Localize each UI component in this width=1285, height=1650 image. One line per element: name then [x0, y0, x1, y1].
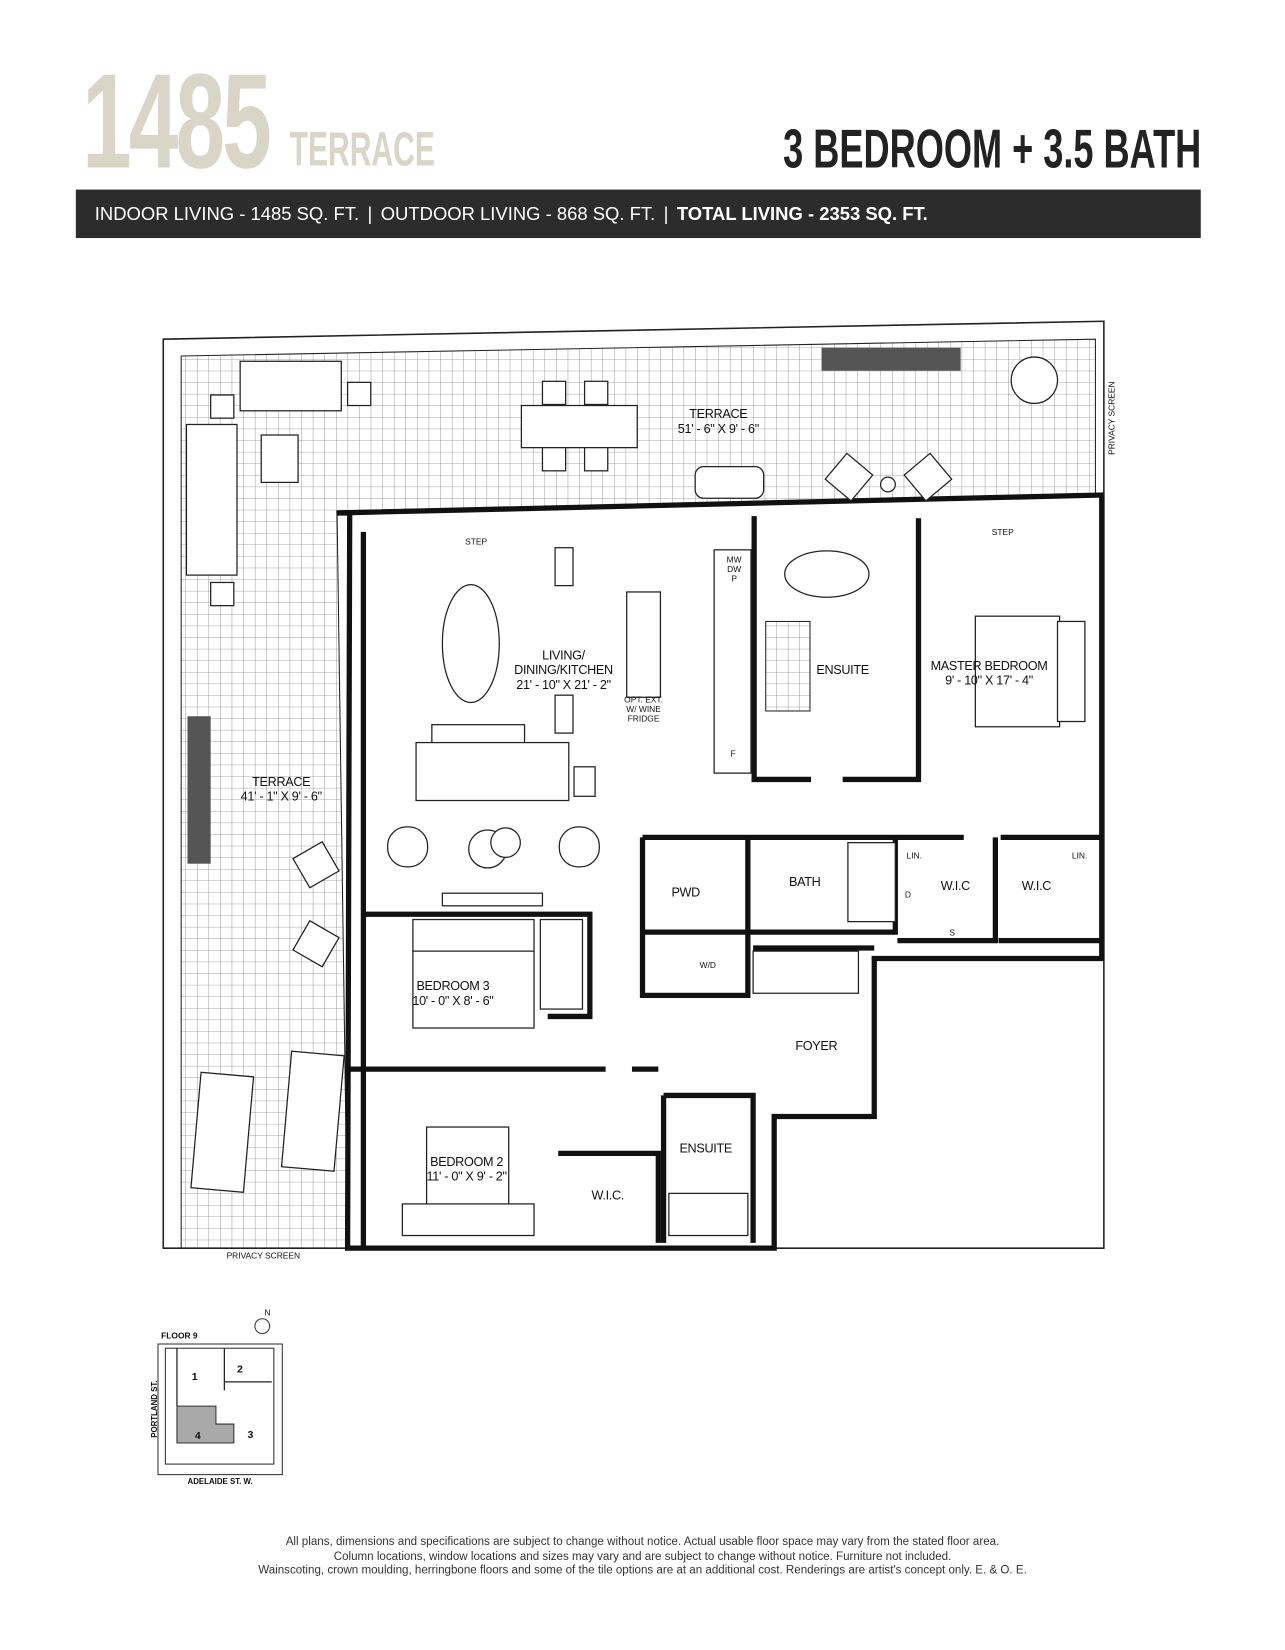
pantry-label: P	[731, 573, 737, 583]
keyplan-unit-1: 1	[192, 1371, 198, 1383]
opt-ext-label: FRIDGE	[628, 714, 660, 724]
step-label: STEP	[465, 537, 487, 547]
room-labels: TERRACE 51' - 6" X 9' - 6" TERRACE 41' -…	[227, 381, 1117, 1260]
master-bedroom-dims: 9' - 10" X 17' - 4"	[945, 674, 1033, 688]
disclaimer-line: Column locations, window locations and s…	[333, 1549, 952, 1563]
terrace-west-label: TERRACE	[252, 775, 310, 789]
keyplan-floor-label: FLOOR 9	[161, 1331, 198, 1341]
disclaimer-line: Wainscoting, crown moulding, herringbone…	[258, 1564, 1027, 1577]
key-plan: FLOOR 9 N 1 2 3 4 PORTLAND ST. ADELAIDE …	[150, 1308, 283, 1486]
washer-dryer-label: W/D	[700, 960, 716, 970]
bedroom2-ensuite-label: ENSUITE	[679, 1141, 732, 1155]
terrace-outline	[162, 320, 1105, 1249]
opt-ext-label: OPT. EXT.	[624, 695, 663, 705]
disclaimer-line: All plans, dimensions and specifications…	[285, 1535, 1000, 1549]
keyplan-unit-3: 3	[248, 1429, 254, 1441]
keyplan-unit-4: 4	[195, 1430, 201, 1442]
privacy-screen-label: PRIVACY SCREEN	[1106, 381, 1116, 455]
street-west-label: PORTLAND ST.	[150, 1380, 159, 1437]
planter-icon	[187, 716, 211, 864]
total-living: TOTAL LIVING - 2353 SQ. FT.	[676, 203, 928, 225]
keyplan-unit-2: 2	[237, 1363, 243, 1375]
master-ensuite-label: ENSUITE	[816, 663, 869, 677]
furniture	[185, 347, 1086, 1237]
bath-label: BATH	[789, 875, 821, 889]
interior-walls	[349, 516, 1100, 1249]
wic-label: W.I.C	[1022, 879, 1051, 893]
indoor-living: INDOOR LIVING - 1485 SQ. FT.	[94, 203, 360, 225]
indoor-area-number: 1485	[82, 46, 272, 197]
bedroom3-dims: 10' - 0" X 8' - 6"	[412, 994, 493, 1008]
powder-room-label: PWD	[671, 885, 700, 899]
dishwasher-label: DW	[727, 564, 741, 574]
step-label: STEP	[992, 527, 1014, 537]
linen-label: LIN.	[907, 850, 922, 860]
separator: |	[663, 203, 669, 225]
door-label: D	[905, 889, 911, 899]
unit-exterior-walls	[336, 492, 1105, 1251]
bedroom3-label: BEDROOM 3	[416, 979, 489, 993]
terrace-north-label: TERRACE	[689, 407, 747, 421]
master-bedroom-label: MASTER BEDROOM	[931, 659, 1048, 673]
disclaimer: All plans, dimensions and specifications…	[0, 1536, 1285, 1579]
terrace-heading: TERRACE	[289, 121, 435, 176]
opt-ext-label: W/ WINE	[626, 704, 661, 714]
living-label-2: DINING/KITCHEN	[514, 663, 613, 677]
foyer-label: FOYER	[795, 1039, 837, 1053]
outdoor-living: OUTDOOR LIVING - 868 SQ. FT.	[380, 203, 656, 225]
bedroom2-label: BEDROOM 2	[430, 1155, 503, 1169]
wic-label: W.I.C.	[592, 1189, 624, 1203]
terrace-north-dims: 51' - 6" X 9' - 6"	[678, 422, 759, 436]
living-dims: 21' - 10" X 21' - 2"	[516, 678, 611, 692]
street-south-label: ADELAIDE ST. W.	[188, 1477, 253, 1486]
microwave-label: MW	[727, 554, 742, 564]
unit-type-heading: 3 BEDROOM + 3.5 BATH	[782, 119, 1201, 181]
separator: |	[367, 203, 373, 225]
planter-icon	[821, 347, 961, 371]
fridge-label: F	[731, 748, 736, 758]
unit-4-highlight	[176, 1405, 235, 1444]
wic-label: W.I.C	[941, 879, 970, 893]
shelf-label: S	[949, 927, 955, 937]
north-arrow-icon: N	[264, 1308, 270, 1318]
area-summary-band: INDOOR LIVING - 1485 SQ. FT. | OUTDOOR LIV…	[75, 189, 1201, 239]
linen-label: LIN.	[1072, 850, 1087, 860]
privacy-screen-label: PRIVACY SCREEN	[227, 1251, 300, 1261]
bedroom2-dims: 11' - 0" X 9' - 2"	[427, 1170, 507, 1184]
living-label-1: LIVING/	[542, 648, 585, 662]
terrace-west-dims: 41' - 1" X 9' - 6"	[241, 790, 322, 804]
